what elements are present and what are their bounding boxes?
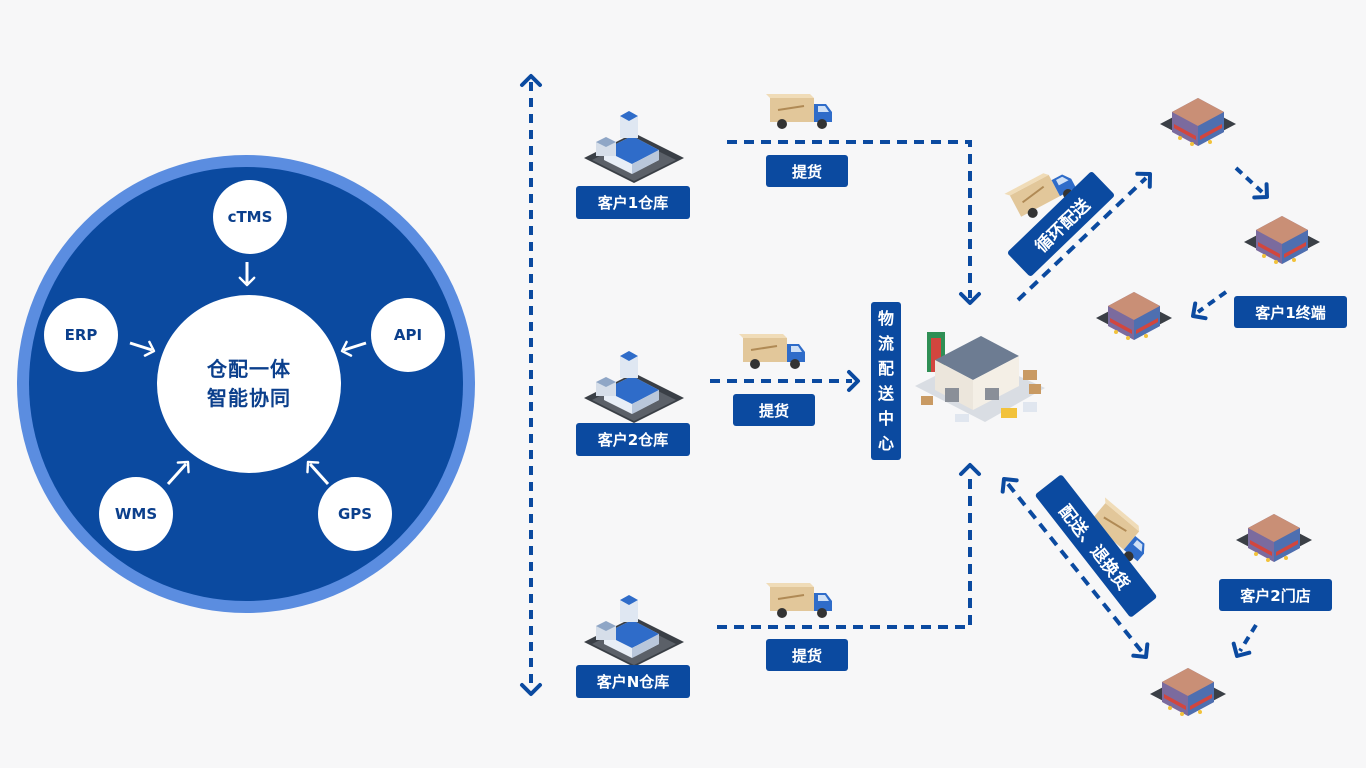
hub-title-line1: 仓配一体 <box>207 357 291 381</box>
distribution-center-icon <box>915 332 1045 422</box>
wms-node: WMS <box>99 477 173 551</box>
api-node: API <box>371 298 445 372</box>
terminal-store-3-icon <box>1096 292 1172 340</box>
warehouse-2-icon <box>584 351 684 423</box>
customer-store-label: 客户2门店 <box>1219 579 1332 611</box>
terminal-store-2-icon <box>1244 216 1320 264</box>
arrow-into-center-bottom <box>959 463 981 476</box>
pickup-label-2: 提货 <box>733 394 815 426</box>
truck-3-icon <box>765 582 833 619</box>
hub-circle: 仓配一体 智能协同 <box>157 295 341 473</box>
vertical-range-arrow <box>520 74 542 696</box>
terminal-store-1-icon <box>1160 98 1236 146</box>
customer-store-2-icon <box>1150 668 1226 716</box>
erp-node: ERP <box>44 298 118 372</box>
gps-node: GPS <box>318 477 392 551</box>
truck-2-icon <box>738 333 806 370</box>
store-chain-arrows <box>1185 166 1276 663</box>
pickup-label-1: 提货 <box>766 155 848 187</box>
truck-1-icon <box>765 93 833 130</box>
loop-delivery-arrow <box>1016 165 1159 302</box>
warehouse-n-icon <box>584 595 684 667</box>
distribution-center-label: 物 流 配 送 中 心 <box>871 302 901 460</box>
warehouse-1-label: 客户1仓库 <box>576 186 690 219</box>
pickup-label-3: 提货 <box>766 639 848 671</box>
warehouse-n-label: 客户N仓库 <box>576 665 690 698</box>
customer-store-icon <box>1236 514 1312 562</box>
hub-title-line2: 智能协同 <box>207 386 291 410</box>
customer-terminal-label: 客户1终端 <box>1234 296 1347 328</box>
pickup-flow-lines <box>710 140 972 629</box>
hub-inflow-arrows <box>129 262 367 486</box>
warehouse-1-icon <box>584 111 684 183</box>
warehouse-2-label: 客户2仓库 <box>576 423 690 456</box>
delivery-return-arrow <box>995 471 1155 665</box>
ctms-node: cTMS <box>213 180 287 254</box>
